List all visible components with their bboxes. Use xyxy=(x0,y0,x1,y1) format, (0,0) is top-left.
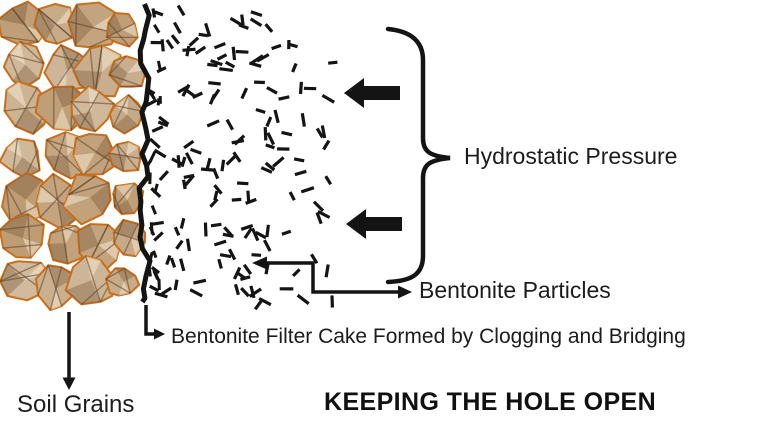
bentonite-particles-pointer xyxy=(252,256,412,299)
diagram-title: KEEPING THE HOLE OPEN xyxy=(324,388,657,416)
bentonite-particles-field xyxy=(145,4,338,311)
filter-cake-label: Bentonite Filter Cake Formed by Clogging… xyxy=(171,325,686,348)
pressure-arrow-top-icon xyxy=(344,78,400,108)
pressure-arrow-bottom-icon xyxy=(346,209,402,239)
soil-grains-label: Soil Grains xyxy=(17,391,135,418)
bentonite-particles-label: Bentonite Particles xyxy=(419,277,611,303)
hydrostatic-pressure-label: Hydrostatic Pressure xyxy=(464,143,678,169)
filter-cake-pointer xyxy=(144,305,165,340)
soil-grains-pointer xyxy=(62,312,76,390)
soil-grains-cluster xyxy=(0,0,147,312)
hydrostatic-brace-icon xyxy=(385,26,451,285)
